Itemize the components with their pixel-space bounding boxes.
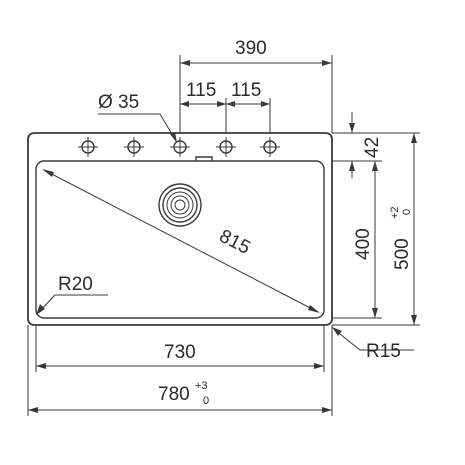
hole-diameter-label: Ø 35 [98, 92, 139, 113]
hole-spacing-2-label: 115 [231, 80, 261, 101]
hole-spacing-dimension [180, 101, 270, 107]
overall-depth-tol-plus: +2 [389, 206, 401, 219]
overall-width-tol-plus: +3 [195, 380, 208, 392]
diagonal-dimension [42, 169, 320, 313]
tap-holes [78, 137, 280, 157]
overall-width-label: 780 [158, 384, 190, 405]
overflow-slot [195, 156, 213, 161]
top-width-dimension [180, 60, 332, 66]
tap-hole [216, 137, 236, 157]
outer-radius-label: R15 [366, 341, 401, 362]
diagonal-label: 815 [216, 226, 254, 259]
bowl-depth-dimension [372, 161, 378, 318]
bowl-width-label: 730 [164, 342, 196, 363]
tap-hole [260, 137, 280, 157]
overall-depth-label: 500 [392, 238, 413, 270]
overall-depth-dimension [411, 133, 417, 325]
tap-hole [78, 137, 98, 157]
hole-spacing-1-label: 115 [186, 80, 216, 101]
bowl-outline [35, 160, 325, 319]
deck-depth-label: 42 [362, 137, 383, 158]
sink-outer-outline [27, 132, 333, 326]
drain-icon [158, 183, 202, 227]
deck-depth-dimension [349, 112, 355, 178]
overall-depth-tol-minus: 0 [401, 209, 413, 215]
bowl-width-dimension [36, 363, 324, 369]
tap-hole [170, 137, 190, 157]
overall-width-dimension [28, 407, 332, 413]
bowl-depth-label: 400 [353, 228, 374, 260]
inner-radius-label: R20 [58, 274, 93, 295]
top-width-label: 390 [235, 38, 267, 59]
overall-width-tol-minus: 0 [203, 395, 209, 407]
tap-hole [124, 137, 144, 157]
